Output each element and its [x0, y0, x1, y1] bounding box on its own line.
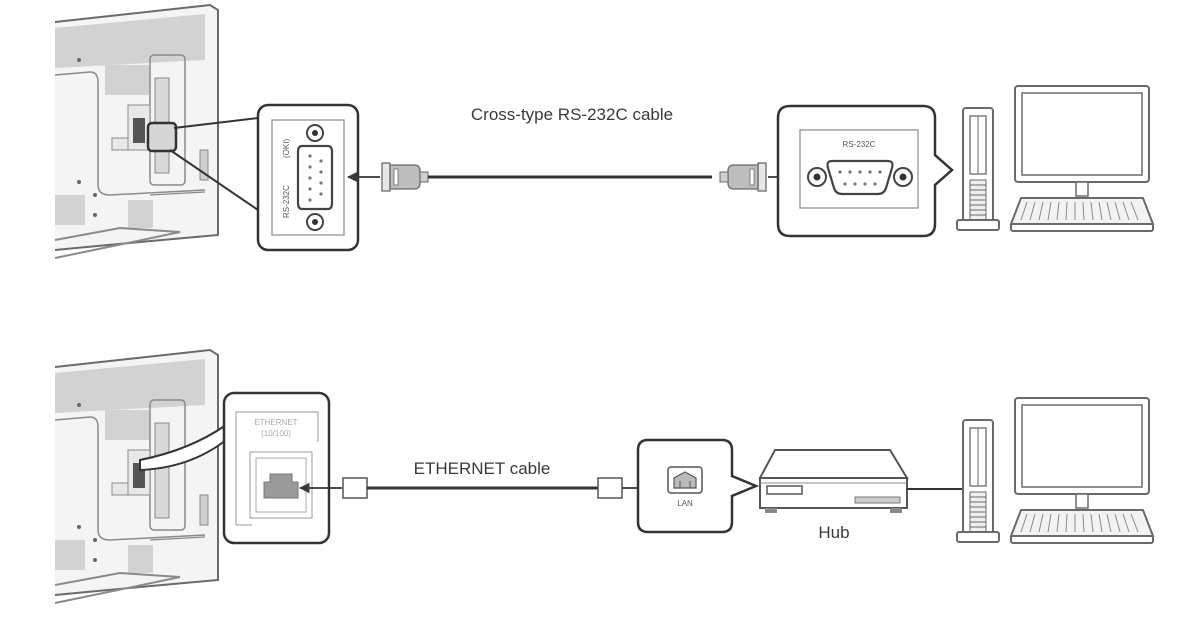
- tv-rear-panel-top: [54, 4, 219, 259]
- rs232c-cable-label: Cross-type RS-232C cable: [471, 105, 673, 124]
- ethernet-cable-label: ETHERNET cable: [414, 459, 551, 478]
- hub-lan-port-label: LAN: [677, 499, 693, 508]
- hub-lan-port-callout: LAN: [636, 438, 760, 534]
- tv-rs232c-port-callout: RS-232C (OKI): [256, 103, 360, 252]
- ethernet-connector-left: [342, 477, 368, 499]
- ethernet-connection-section: ETHERNET (10/100) ETHERNET cable LAN: [54, 349, 1154, 604]
- ethernet-connector-right: [597, 477, 623, 499]
- rs232c-connection-section: RS-232C (OKI) Cross-type RS-232C cable R…: [54, 4, 1154, 259]
- tv-port-highlight-top: [146, 121, 178, 153]
- tv-rj45-port-icon: [263, 473, 299, 499]
- computer-bottom: [956, 397, 1154, 544]
- rs232c-connector-left: [381, 162, 429, 192]
- tv-rear-panel-bottom: [54, 349, 219, 604]
- hub-label: Hub: [818, 523, 849, 542]
- tv-rs232c-port-icon: [296, 124, 334, 231]
- hub-device-icon: [758, 449, 909, 513]
- pc-rs232c-port-icon: [807, 159, 913, 196]
- tv-ethernet-port-label: ETHERNET: [254, 418, 297, 427]
- callout-line-top-upper: [173, 117, 259, 129]
- tv-ethernet-port-callout: ETHERNET (10/100): [222, 391, 331, 545]
- callout-line-top-lower: [169, 149, 259, 211]
- tv-rs232c-port-sublabel: (OKI): [282, 139, 291, 158]
- computer-top: [956, 85, 1154, 232]
- rs232c-connector-right: [719, 162, 767, 192]
- pc-rs232c-port-label: RS-232C: [843, 140, 876, 149]
- tv-rs232c-port-label: RS-232C: [282, 185, 291, 218]
- tv-ethernet-port-sublabel: (10/100): [261, 429, 291, 438]
- pc-rs232c-port-callout: RS-232C: [776, 104, 954, 238]
